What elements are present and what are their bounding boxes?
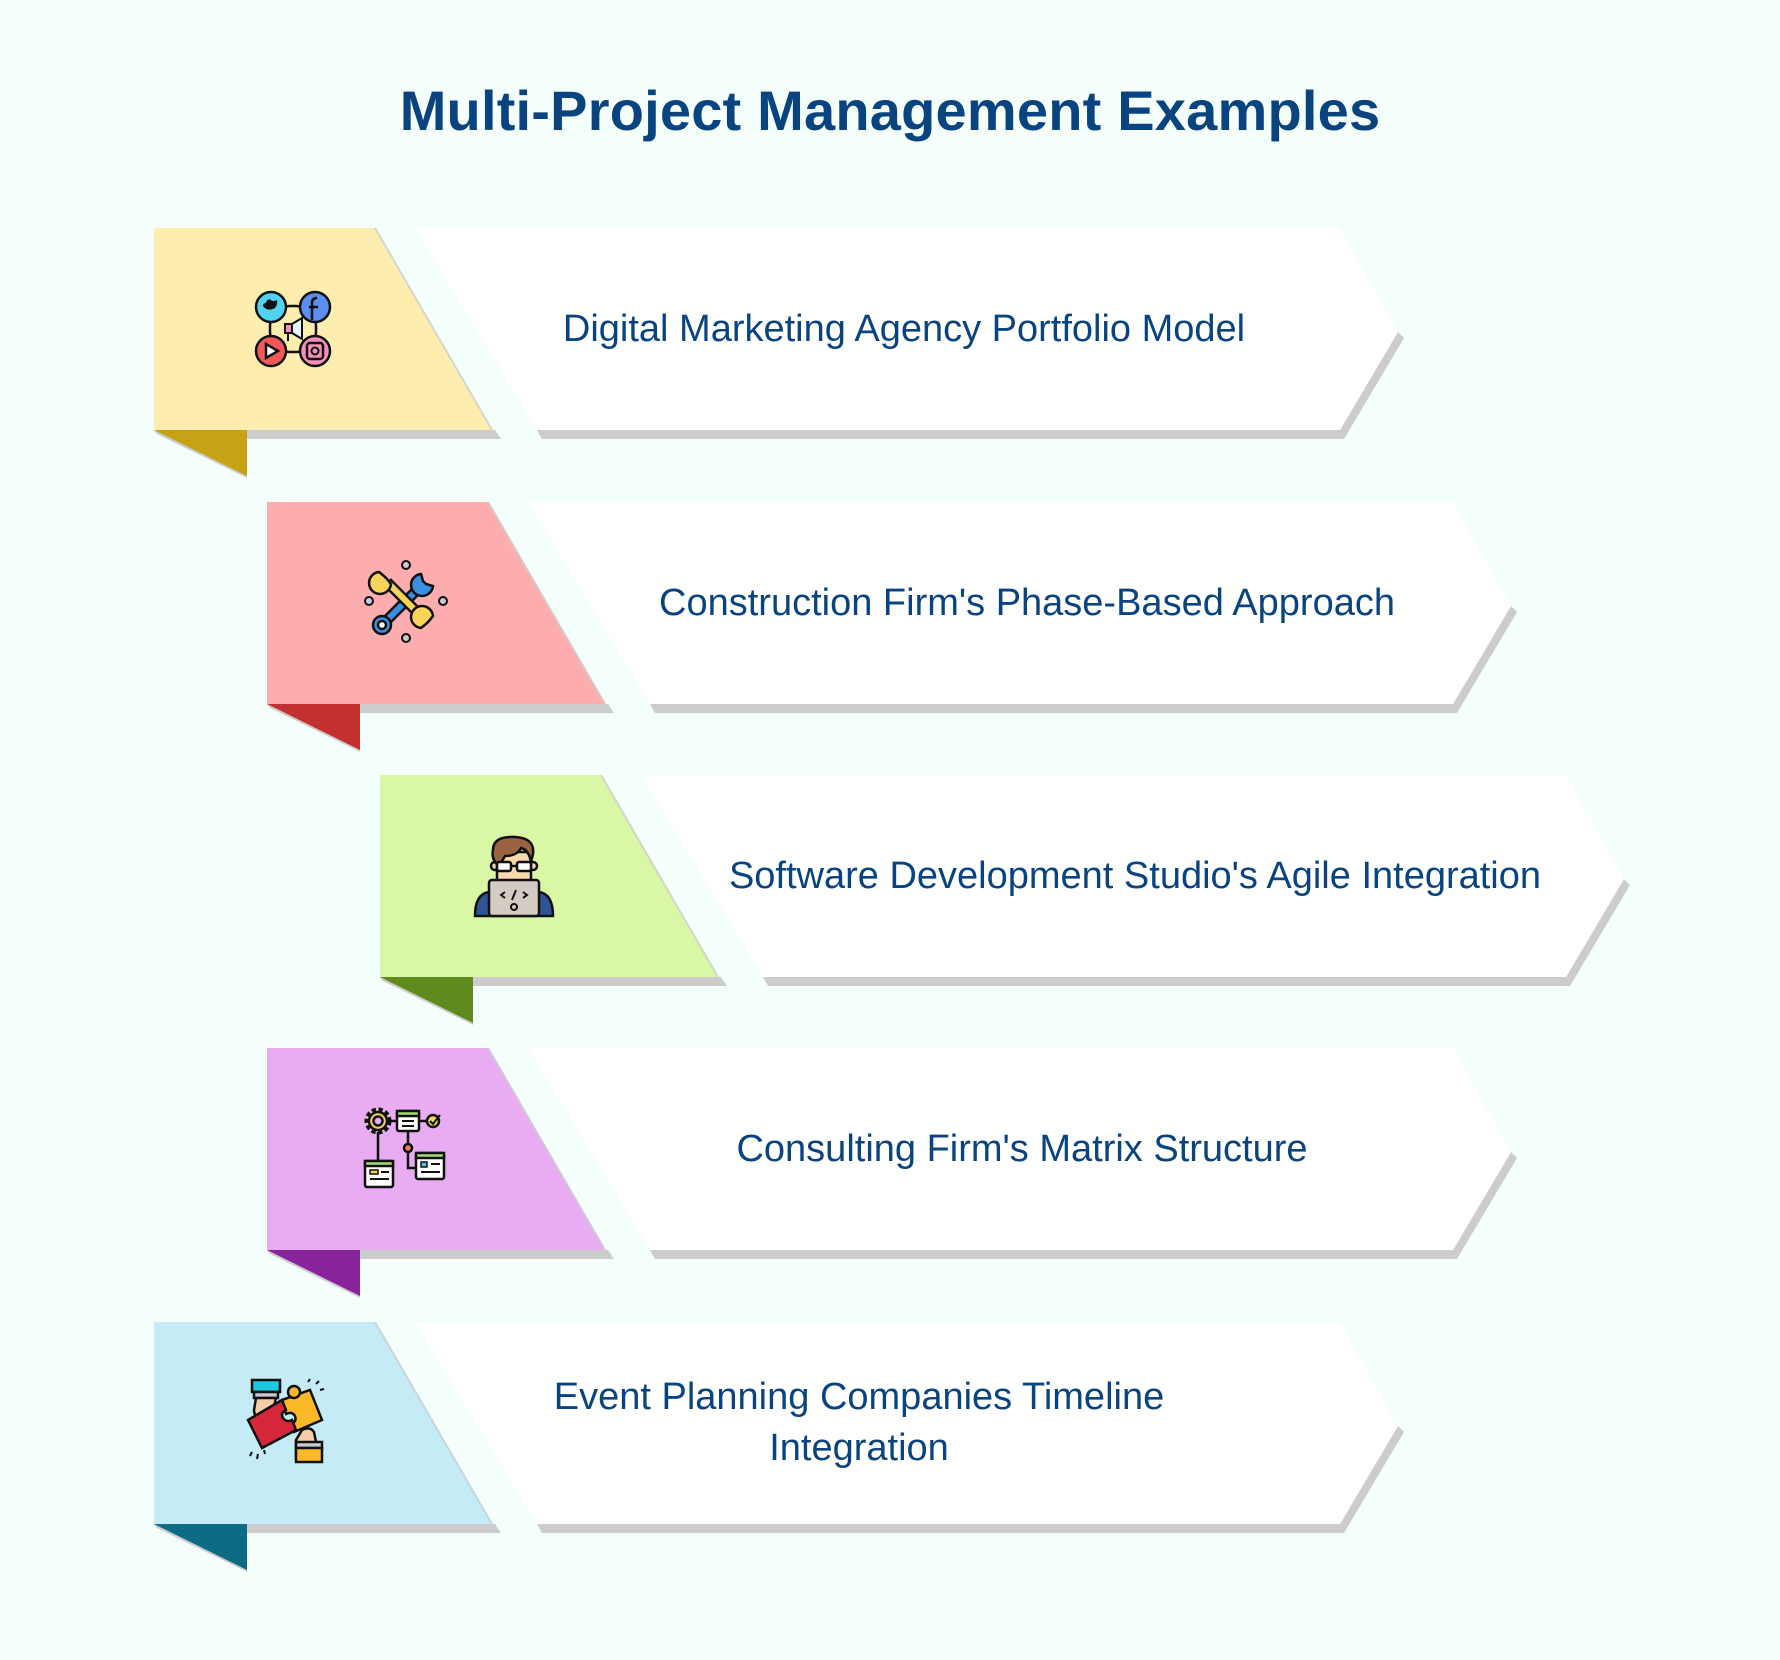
text-panel (528, 1048, 1511, 1250)
color-block (380, 775, 718, 977)
social-media-megaphone-icon (250, 286, 336, 372)
example-item-consulting: Consulting Firm's Matrix Structure (267, 1047, 1667, 1308)
ribbon-shape (154, 227, 1404, 478)
item-label: Construction Firm's Phase-Based Approach (659, 581, 1395, 624)
fold-tab (154, 430, 247, 476)
workflow-gear-icon (363, 1106, 449, 1192)
puzzle-hands-icon (246, 1378, 332, 1464)
item-label: Consulting Firm's Matrix Structure (736, 1127, 1308, 1170)
example-item-software-development: Software Development Studio's Agile Inte… (380, 774, 1780, 1035)
example-item-digital-marketing: Digital Marketing Agency Portfolio Model (154, 227, 1554, 488)
item-label: Digital Marketing Agency Portfolio Model (562, 307, 1246, 350)
text-panel (415, 228, 1398, 430)
item-label: Event Planning Companies Timeline Integr… (553, 1376, 1165, 1469)
item-label: Software Development Studio's Agile Inte… (728, 854, 1542, 897)
example-item-construction: Construction Firm's Phase-Based Approach (267, 501, 1667, 762)
text-panel (528, 502, 1511, 704)
example-item-event-planning: Event Planning Companies Timeline Integr… (154, 1321, 1554, 1582)
crossed-wrenches-icon (363, 558, 449, 644)
fold-tab (154, 1524, 247, 1570)
text-panel (641, 775, 1624, 977)
color-block (267, 1048, 605, 1250)
ribbon-shape (380, 774, 1630, 1025)
ribbon-shape (267, 1047, 1517, 1298)
ribbon-shape (154, 1321, 1404, 1572)
fold-tab (267, 704, 360, 750)
fold-tab (267, 1250, 360, 1296)
color-block (267, 502, 605, 704)
page-title: Multi-Project Management Examples (399, 79, 1381, 142)
color-block (154, 228, 492, 430)
fold-tab (380, 977, 473, 1023)
ribbon-shape (267, 501, 1517, 752)
developer-laptop-icon (471, 834, 557, 920)
color-block (154, 1322, 492, 1524)
text-panel (415, 1322, 1398, 1524)
